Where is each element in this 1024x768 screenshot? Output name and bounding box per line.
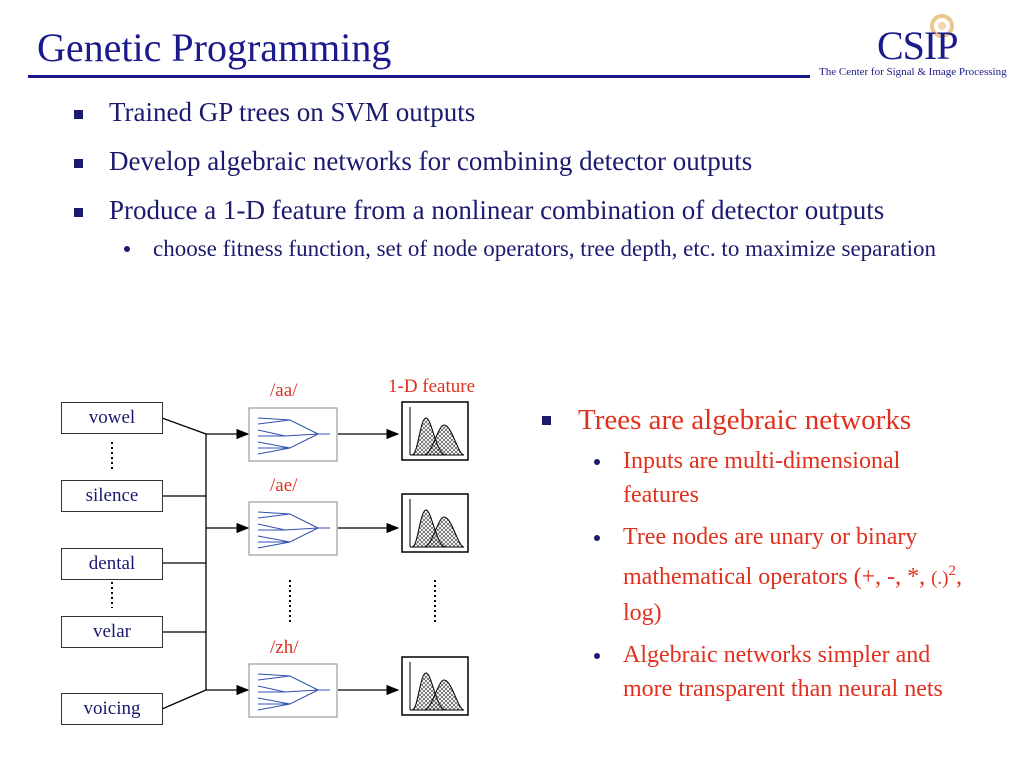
input-box-velar: velar <box>61 616 163 648</box>
bullet-item: Produce a 1-D feature from a nonlinear c… <box>72 193 952 228</box>
title-rule <box>28 75 810 78</box>
tree-diagram-icon <box>248 501 338 556</box>
slide-title: Genetic Programming <box>37 25 392 70</box>
dot-bullet-icon <box>594 653 600 659</box>
logo-subtitle: The Center for Signal & Image Processing <box>819 66 1007 78</box>
operator-square: (.) <box>931 568 949 589</box>
input-box-voicing: voicing <box>61 693 163 725</box>
csip-logo: CSIP The Center for Signal & Image Proce… <box>815 8 1020 88</box>
right-panel: Trees are algebraic networks Inputs are … <box>540 400 980 714</box>
logo-text: CSIP <box>877 23 958 68</box>
square-bullet-icon <box>74 208 83 217</box>
right-heading-item: Trees are algebraic networks <box>540 400 980 440</box>
input-box-dental: dental <box>61 548 163 580</box>
bullet-item: Develop algebraic networks for combining… <box>72 144 952 179</box>
tree-diagram-icon <box>248 663 338 718</box>
bullet-text: Trained GP trees on SVM outputs <box>109 97 476 127</box>
dot-bullet-icon <box>594 459 600 465</box>
logo-emblem-icon <box>930 14 954 38</box>
sub-bullet-item: choose fitness function, set of node ope… <box>118 232 952 265</box>
right-sub-item: Inputs are multi-dimensional features <box>590 444 980 512</box>
square-bullet-icon <box>74 159 83 168</box>
right-sub-text: Algebraic networks simpler and more tran… <box>623 642 943 702</box>
input-box-silence: silence <box>61 480 163 512</box>
distribution-plot-icon <box>401 656 469 716</box>
tree-label-zh: /zh/ <box>270 637 299 658</box>
right-heading: Trees are algebraic networks <box>578 404 912 436</box>
right-sub-text: Tree nodes are unary or binary mathemati… <box>623 524 932 590</box>
distribution-plot-icon <box>401 401 469 461</box>
dot-bullet-icon <box>124 246 130 252</box>
distribution-plot-icon <box>401 493 469 553</box>
connection-lines <box>161 417 400 710</box>
operator-tail: , log) <box>623 564 962 626</box>
square-bullet-icon <box>542 416 551 425</box>
input-box-vowel: vowel <box>61 402 163 434</box>
superscript-2: 2 <box>948 563 957 579</box>
sub-bullet-text: choose fitness function, set of node ope… <box>153 236 937 261</box>
bullet-text: Produce a 1-D feature from a nonlinear c… <box>109 195 885 225</box>
bullet-text: Develop algebraic networks for combining… <box>109 146 753 176</box>
bullet-item: Trained GP trees on SVM outputs <box>72 95 952 130</box>
right-sub-text: Inputs are multi-dimensional features <box>623 448 901 508</box>
main-bullets: Trained GP trees on SVM outputs Develop … <box>72 95 952 265</box>
dot-bullet-icon <box>594 535 600 541</box>
tree-diagram-icon <box>248 407 338 462</box>
output-label: 1-D feature <box>388 376 476 397</box>
ellipsis-dots <box>111 442 436 622</box>
square-bullet-icon <box>74 110 83 119</box>
right-sub-item: Tree nodes are unary or binary mathemati… <box>590 520 980 630</box>
tree-label-aa: /aa/ <box>270 380 298 401</box>
gp-diagram <box>111 401 469 718</box>
tree-label-ae: /ae/ <box>270 475 298 496</box>
right-sub-item: Algebraic networks simpler and more tran… <box>590 638 980 706</box>
